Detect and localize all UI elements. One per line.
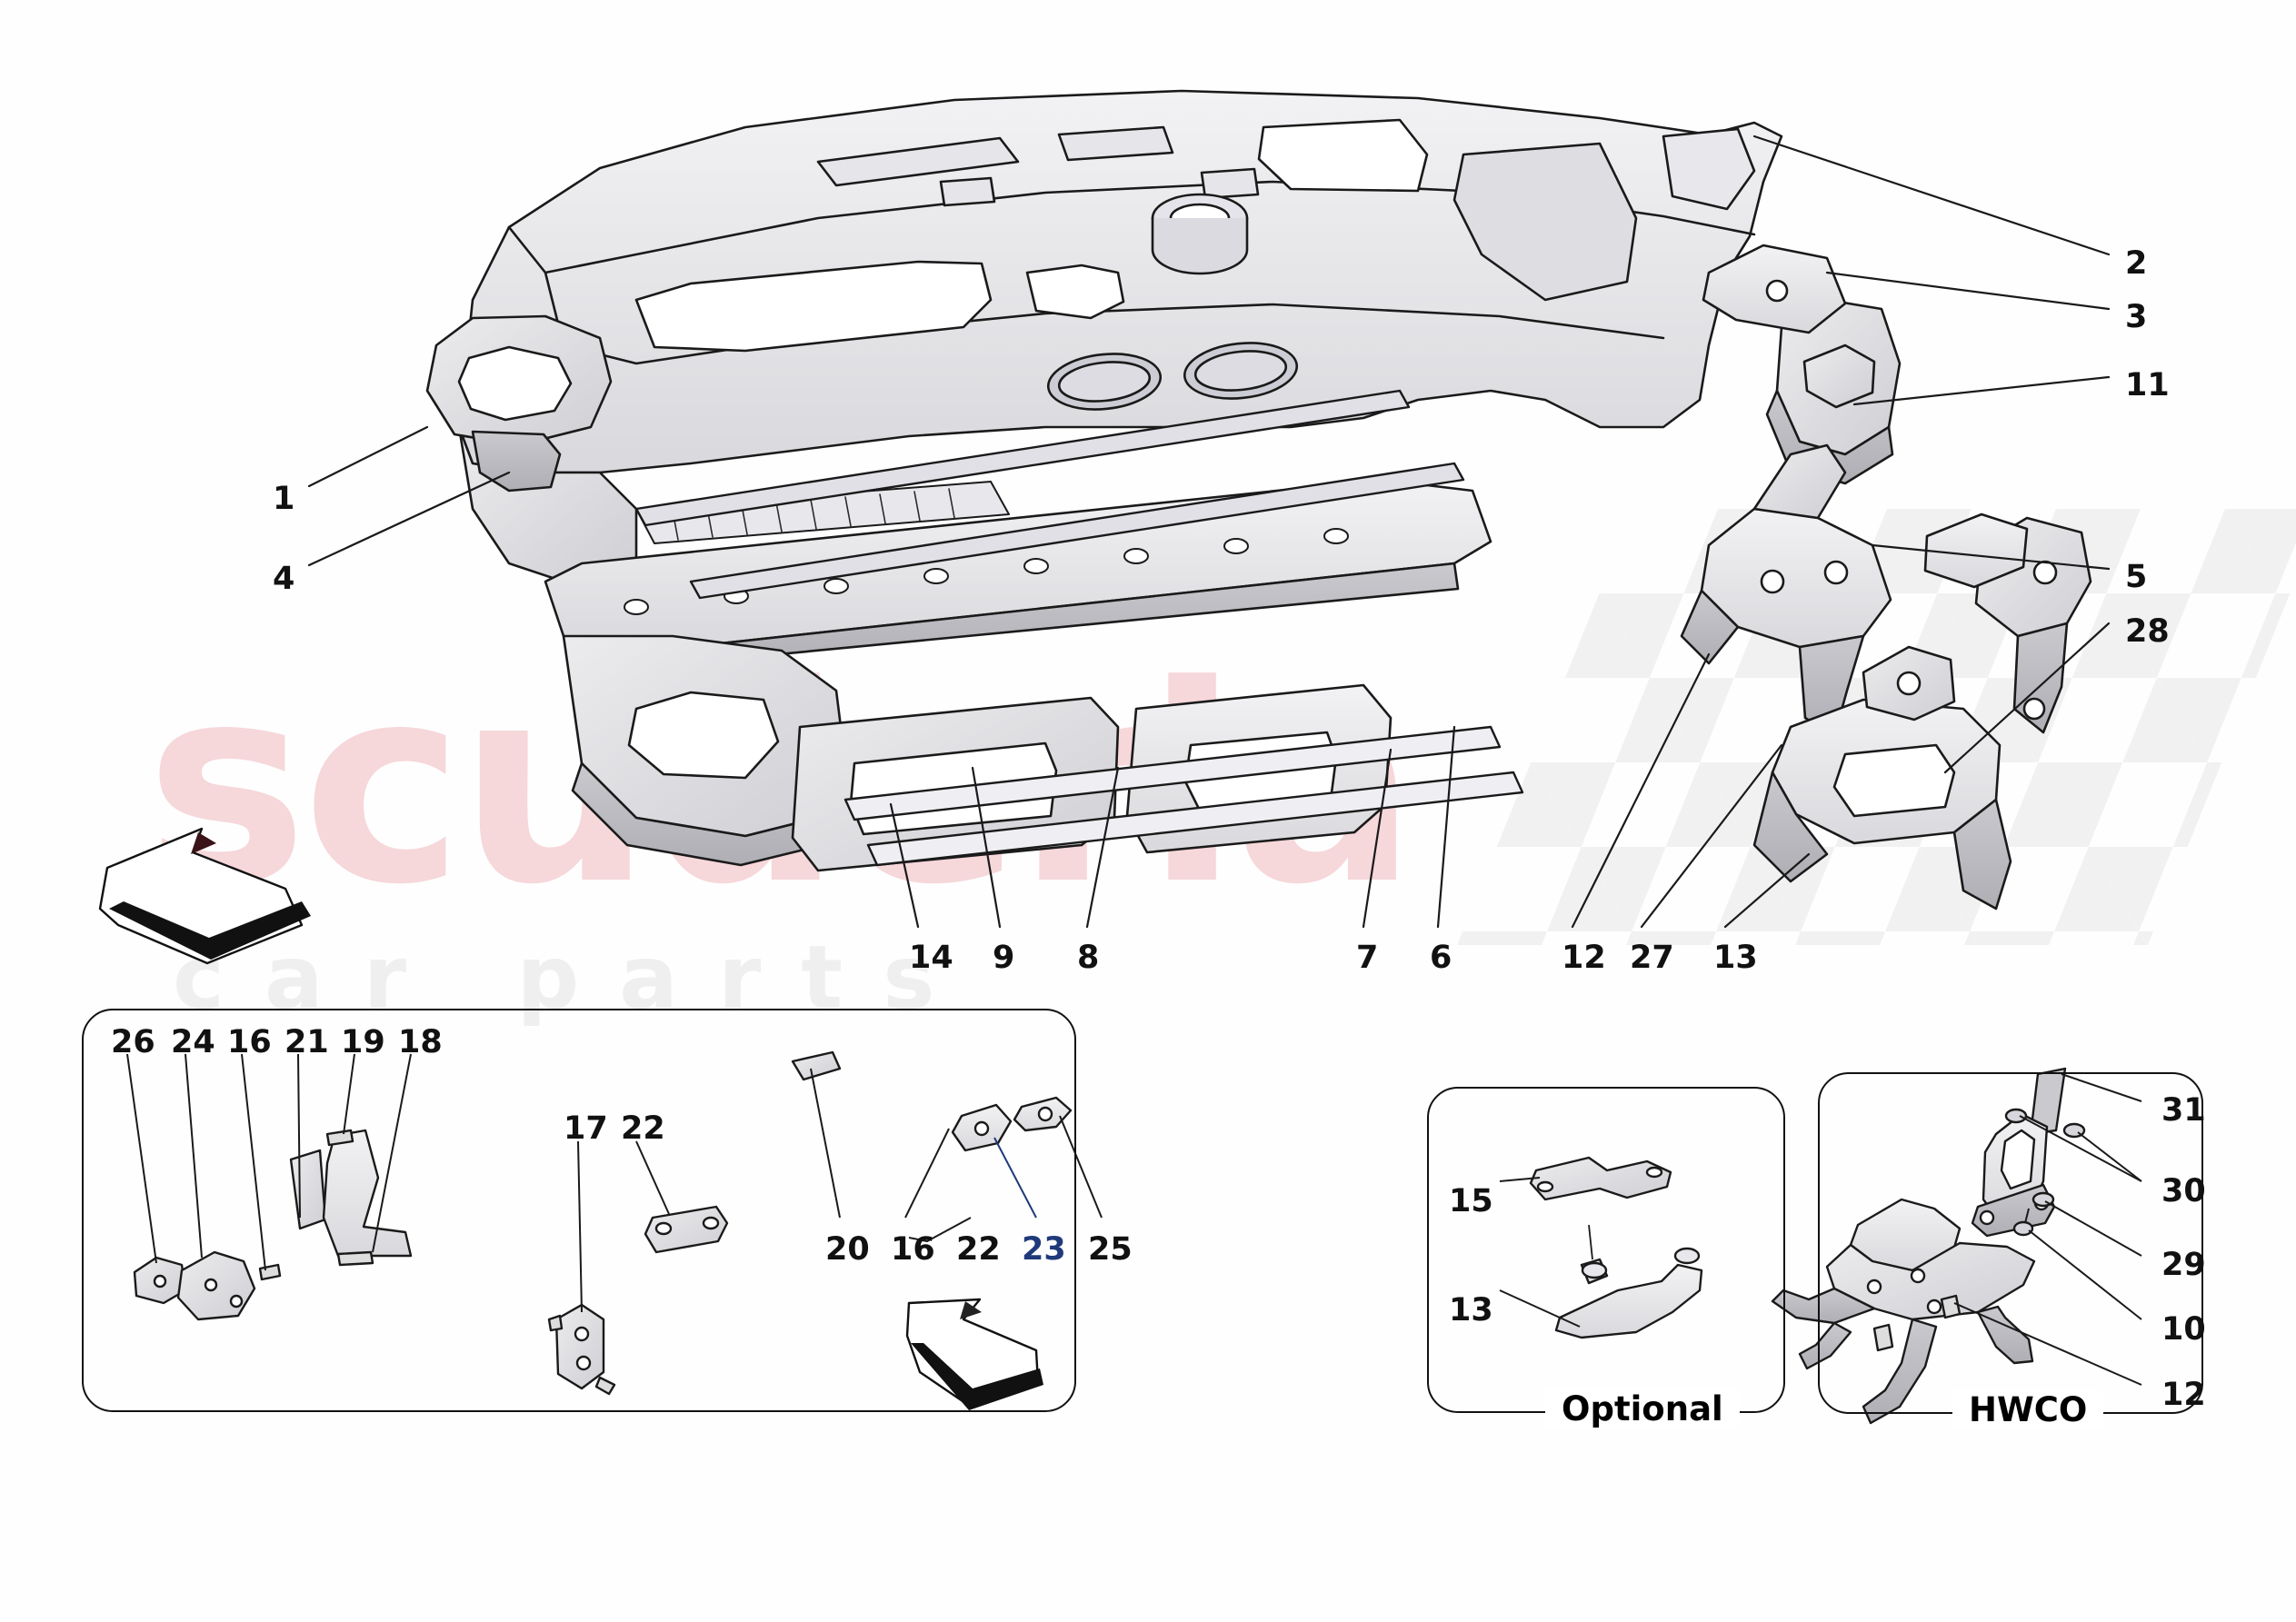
callout-detail-20: 20 <box>825 1231 870 1268</box>
optional-inset-panel <box>1427 1087 1785 1413</box>
callout-detail-25: 25 <box>1088 1231 1133 1268</box>
callout-hwco-12: 12 <box>2161 1377 2206 1413</box>
callout-detail-26: 26 <box>111 1024 155 1060</box>
detail-inset-panel <box>82 1009 1076 1412</box>
callout-main-1: 1 <box>273 481 295 517</box>
callout-detail-22: 22 <box>621 1110 665 1147</box>
callout-hwco-29: 29 <box>2161 1247 2206 1283</box>
callout-main-4: 4 <box>273 561 295 597</box>
callout-hwco-31: 31 <box>2161 1092 2206 1129</box>
callout-main-28: 28 <box>2125 613 2170 650</box>
callout-detail-23: 23 <box>1022 1231 1066 1268</box>
callout-detail-17: 17 <box>564 1110 608 1147</box>
callout-main-2: 2 <box>2125 245 2148 282</box>
callout-optional-13: 13 <box>1449 1292 1493 1328</box>
callout-main-8: 8 <box>1077 940 1100 976</box>
callout-detail-18: 18 <box>398 1024 443 1060</box>
callout-main-3: 3 <box>2125 299 2148 335</box>
callout-main-5: 5 <box>2125 559 2148 595</box>
hwco-panel-title: HWCO <box>1952 1390 2104 1429</box>
callout-main-7: 7 <box>1356 940 1379 976</box>
callout-detail-21: 21 <box>285 1024 329 1060</box>
callout-main-6: 6 <box>1430 940 1452 976</box>
callout-main-27: 27 <box>1630 940 1674 976</box>
callout-detail-24: 24 <box>171 1024 215 1060</box>
optional-panel-title: Optional <box>1545 1389 1740 1428</box>
direction-arrow-main <box>98 827 311 965</box>
callout-main-14: 14 <box>909 940 953 976</box>
callout-main-13: 13 <box>1713 940 1758 976</box>
callout-detail-19: 19 <box>341 1024 385 1060</box>
callout-detail-22: 22 <box>956 1231 1001 1268</box>
callout-main-9: 9 <box>993 940 1015 976</box>
callout-detail-16: 16 <box>227 1024 272 1060</box>
hwco-inset-panel <box>1818 1072 2203 1414</box>
callout-main-11: 11 <box>2125 367 2170 403</box>
checkered-flag-watermark <box>1457 509 2296 945</box>
scuderia-brand-watermark: scuderia <box>145 627 1417 944</box>
callout-main-12: 12 <box>1562 940 1606 976</box>
callout-detail-16: 16 <box>891 1231 935 1268</box>
callout-hwco-10: 10 <box>2161 1311 2206 1348</box>
callout-hwco-30: 30 <box>2161 1173 2206 1209</box>
callout-optional-15: 15 <box>1449 1183 1493 1219</box>
legal-notice-watermark: The reproduction, in any form and electr… <box>845 144 1548 324</box>
